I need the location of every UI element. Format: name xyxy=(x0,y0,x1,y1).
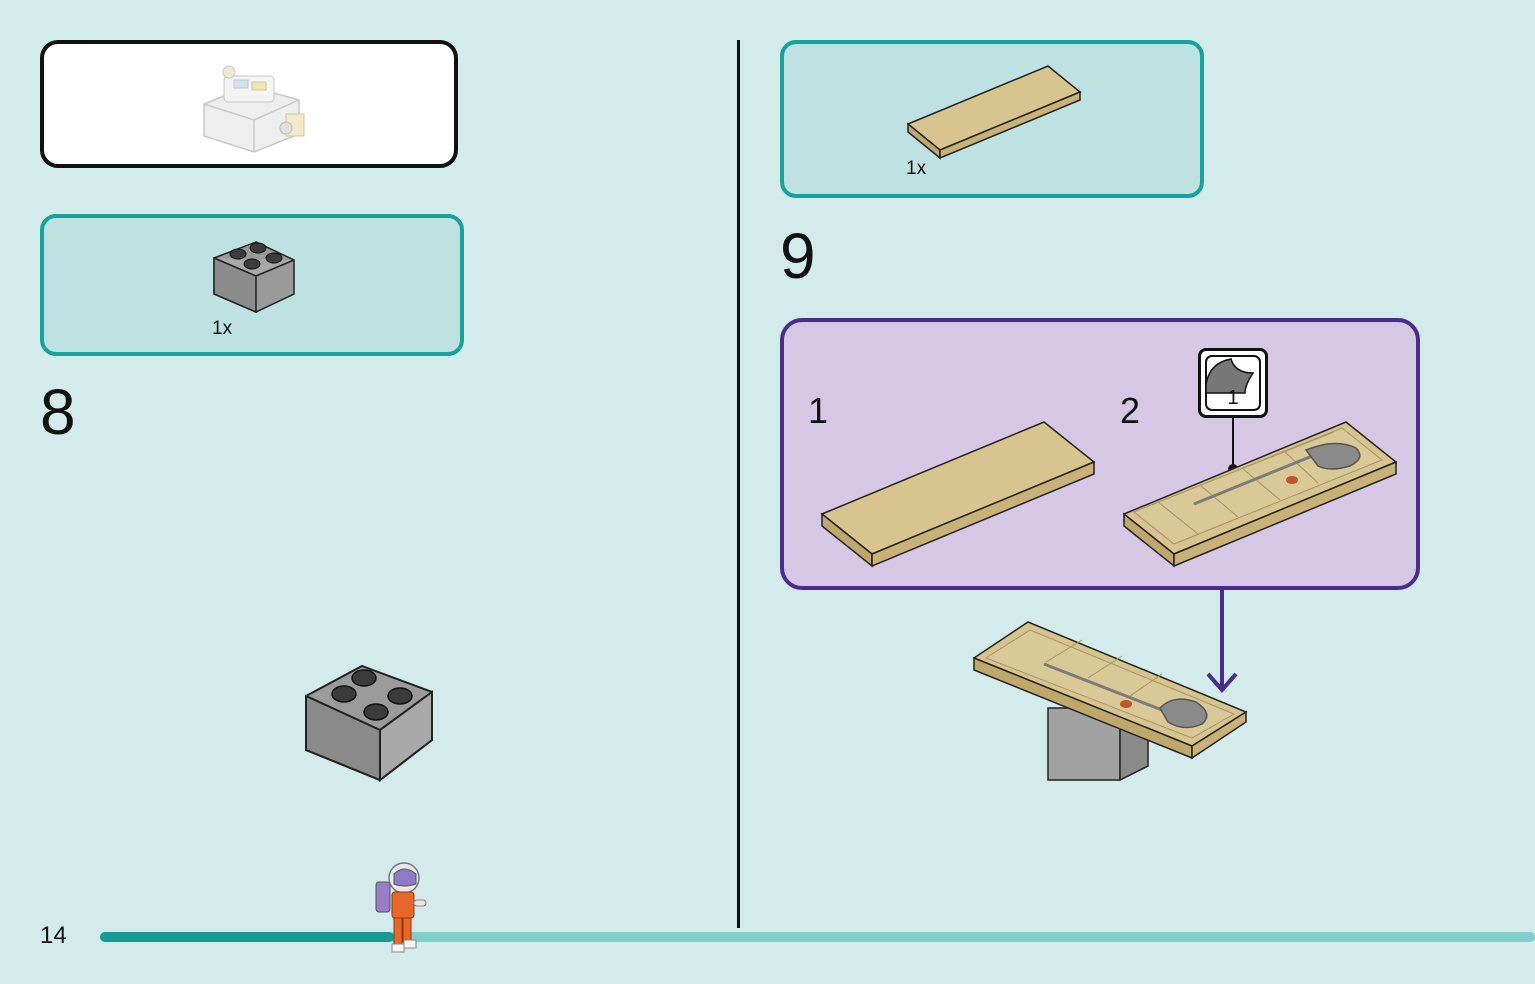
parts-list-step-8: 1x xyxy=(40,214,464,356)
model-preview-icon xyxy=(203,65,305,153)
assembled-tile-on-brick-icon xyxy=(972,621,1248,782)
sticker-sheet-icon xyxy=(1205,355,1261,411)
gray-2x2-brick-icon xyxy=(305,664,433,783)
stickered-tile-icon xyxy=(1122,421,1398,568)
gray-2x2-brick-icon xyxy=(213,241,295,314)
astronaut-minifigure-icon xyxy=(375,862,427,953)
parts-list-step-9: 1x xyxy=(780,40,1204,198)
step-number: 9 xyxy=(780,220,816,292)
progress-bar-fill xyxy=(100,932,395,942)
substep-number-2: 2 xyxy=(1120,390,1141,431)
sticker-number: 1 xyxy=(1227,387,1239,409)
substep-box: 1 2 1 xyxy=(780,318,1420,590)
step-number: 8 xyxy=(40,376,76,448)
part-quantity: 1x xyxy=(212,318,233,339)
sticker-pointer-line xyxy=(1232,418,1234,468)
page-divider xyxy=(737,40,740,928)
tan-tile-1x4-icon xyxy=(906,65,1082,160)
substep-number-1: 1 xyxy=(808,390,829,431)
tan-tile-icon xyxy=(820,421,1096,568)
model-preview-box xyxy=(40,40,458,168)
down-arrow-icon xyxy=(1206,590,1238,694)
progress-bar xyxy=(100,932,1535,942)
part-quantity: 1x xyxy=(906,158,927,179)
page-number: 14 xyxy=(40,922,67,949)
sticker-callout: 1 xyxy=(1198,348,1268,418)
